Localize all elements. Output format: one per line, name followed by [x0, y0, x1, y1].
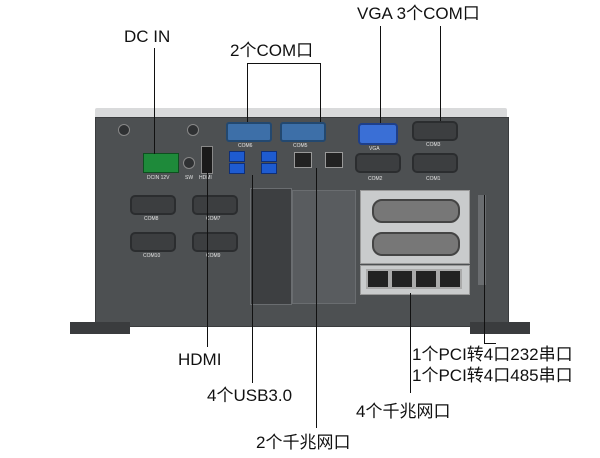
com1-port: [412, 153, 458, 173]
com6-port: [226, 122, 272, 142]
leader-line: [410, 293, 411, 393]
leader-line: [316, 168, 317, 428]
device-chassis-top: [95, 108, 507, 118]
com8-label: COM8: [144, 216, 159, 222]
pci232-callout: 1个PCI转4口232串口: [412, 345, 573, 364]
leader-line: [154, 48, 155, 154]
wifi-antenna-icon: [187, 124, 199, 136]
usb-port: [229, 151, 245, 162]
com8-port: [130, 195, 176, 215]
com3-port: [412, 121, 458, 141]
com2-label: COM2: [368, 176, 383, 182]
pci485-callout: 1个PCI转4口485串口: [412, 366, 573, 385]
leader-line: [320, 63, 321, 122]
com6-label: COM6: [238, 143, 253, 149]
com10-port: [130, 232, 176, 252]
dc-terminal-block: [143, 153, 179, 173]
sw-label: SW: [185, 175, 194, 181]
vga-label: VGA: [369, 146, 380, 152]
lan2-callout: 2个千兆网口: [256, 433, 351, 452]
vga-3com-callout: VGA 3个COM口: [357, 4, 480, 23]
lan-port: [438, 269, 462, 289]
usb-port: [261, 151, 277, 162]
pci-232-connector: [372, 199, 460, 223]
com2-port: [355, 153, 401, 173]
com3-label: COM3: [426, 142, 441, 148]
dc-label: DCIN 12V: [147, 175, 170, 181]
left-foot: [70, 322, 130, 334]
usb-port: [261, 163, 277, 174]
dc-in-callout: DC IN: [124, 27, 171, 46]
leader-line: [247, 63, 320, 64]
usb-port: [229, 163, 245, 174]
leader-line: [207, 172, 208, 347]
com2-callout: 2个COM口: [230, 41, 314, 60]
leader-line: [252, 175, 253, 383]
hdmi-label: HDMI: [199, 175, 212, 181]
com1-label: COM1: [426, 176, 441, 182]
com10-label: COM10: [143, 253, 161, 259]
com5-port: [280, 122, 326, 142]
right-foot: [470, 322, 530, 334]
power-switch-icon: [183, 157, 195, 169]
lan-port: [366, 269, 390, 289]
lan4-callout: 4个千兆网口: [356, 402, 451, 421]
com9-label: COM9: [206, 253, 221, 259]
hdmi-callout: HDMI: [178, 350, 222, 369]
com9-port: [192, 232, 238, 252]
lan-port: [390, 269, 414, 289]
blank-bay: [292, 190, 356, 304]
blank-bay: [250, 188, 292, 305]
lan-port: [414, 269, 438, 289]
leader-line: [247, 63, 248, 122]
bracket-rail: [478, 195, 486, 285]
wifi-antenna-icon: [118, 124, 130, 136]
hdmi-port: [201, 146, 213, 174]
leader-line: [440, 26, 441, 121]
usb-callout: 4个USB3.0: [207, 386, 293, 405]
leader-line: [484, 343, 496, 344]
pci-485-connector: [372, 232, 460, 256]
com5-label: COM5: [293, 143, 308, 149]
lan-port: [294, 152, 312, 168]
com7-label: COM7: [206, 216, 221, 222]
com7-port: [192, 195, 238, 215]
vga-port: [358, 123, 398, 145]
leader-line: [380, 26, 381, 123]
leader-line: [484, 195, 485, 343]
lan-port: [325, 152, 343, 168]
